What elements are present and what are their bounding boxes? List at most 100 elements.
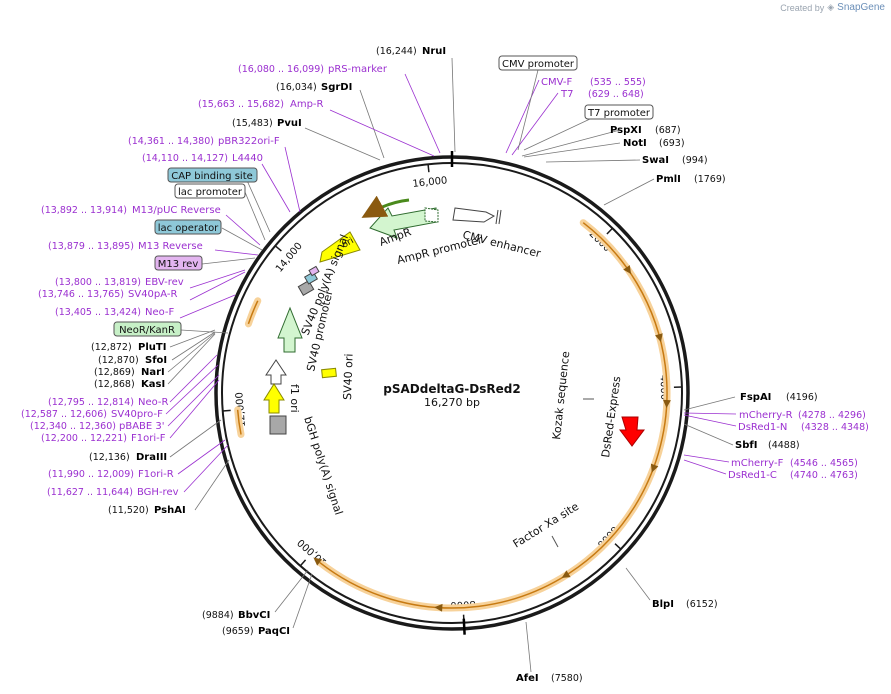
site-name-paqci[interactable]: PaqCI	[258, 626, 290, 637]
site-name-pspxi[interactable]: PspXI	[610, 125, 642, 136]
site-name-sfoi[interactable]: SfoI	[145, 355, 167, 366]
primer-name-ebv-rev[interactable]: EBV-rev	[145, 277, 184, 288]
primer-name-amp-r[interactable]: Amp-R	[290, 99, 324, 110]
leader-line	[683, 459, 727, 475]
orf-direction-arrow	[650, 463, 659, 473]
site-pos-blpi: (6152)	[686, 599, 718, 610]
primer-name-mcherry-f[interactable]: mCherry-F	[731, 458, 784, 469]
label-factor-xa-site: Factor Xa site	[511, 500, 582, 551]
box-neor-kanr[interactable]	[113, 321, 182, 337]
primer-name-m13-reverse[interactable]: M13 Reverse	[138, 241, 203, 252]
boxed-label-lac-operator: lac operator	[158, 223, 219, 234]
leader-line	[221, 227, 263, 251]
leader-line	[304, 127, 381, 161]
primer-range-t7: (629 .. 648)	[588, 89, 644, 100]
site-pos-pspxi: (687)	[655, 125, 681, 136]
left-primers: (16,080 .. 16,099) pRS-marker (15,663 ..…	[21, 64, 388, 498]
leader-line	[167, 332, 216, 373]
leader-line	[625, 567, 651, 601]
primer-name-f1ori-r[interactable]: F1ori-R	[138, 469, 174, 480]
site-name-nari[interactable]: NarI	[141, 367, 165, 378]
site-name-afei[interactable]: AfeI	[516, 673, 539, 684]
orf-arc[interactable]	[247, 300, 259, 325]
site-name-swai[interactable]: SwaI	[642, 155, 669, 166]
leader-line	[523, 118, 591, 151]
primer-range-neo-r: (12,795 .. 12,814)	[48, 397, 134, 408]
box-lac-operator[interactable]	[154, 219, 222, 235]
box-t7-promoter[interactable]	[584, 104, 654, 120]
site-name-pvui[interactable]: PvuI	[277, 118, 302, 129]
primer-name-m13-puc-reverse[interactable]: M13/pUC Reverse	[132, 205, 221, 216]
orf-direction-arrow	[434, 603, 443, 612]
leader-line	[284, 146, 301, 213]
box-cmv-promoter[interactable]	[498, 55, 578, 71]
leader-line	[292, 573, 313, 629]
primer-name-bgh-rev[interactable]: BGH-rev	[137, 487, 179, 498]
label-dsred-express: DsRed-Express	[599, 375, 623, 458]
box-lac-promoter[interactable]	[174, 183, 246, 199]
site-name-noti[interactable]: NotI	[623, 138, 647, 149]
leader-line	[165, 364, 219, 415]
site-name-pluti[interactable]: PluTI	[138, 342, 166, 353]
primer-name-t7[interactable]: T7	[560, 89, 573, 100]
primer-name-sv40pro-f[interactable]: SV40pro-F	[111, 409, 163, 420]
primer-range-prs-marker: (16,080 .. 16,099)	[238, 64, 324, 75]
primer-name-dsred1-c[interactable]: DsRed1-C	[728, 470, 777, 481]
site-pos-sgrdi: (16,034)	[276, 82, 317, 93]
site-pos-pmli: (1769)	[694, 174, 726, 185]
dsred-express-arrow[interactable]	[619, 416, 645, 447]
boxed-label-t7-promoter: T7 promoter	[587, 108, 651, 119]
site-pos-noti: (693)	[659, 138, 685, 149]
site-name-nrui[interactable]: NruI	[422, 46, 446, 57]
primer-name-neo-r[interactable]: Neo-R	[138, 397, 169, 408]
leader-line	[683, 412, 737, 415]
ampr-green-bar	[361, 195, 410, 218]
leader-line	[683, 423, 734, 446]
tick-label: 14,000	[274, 241, 305, 275]
boxed-label-m13-rev: M13 rev	[158, 259, 199, 270]
leader-line	[189, 271, 246, 301]
leader-line	[194, 459, 230, 511]
primer-name-l4440[interactable]: L4440	[232, 153, 263, 164]
leader-line	[244, 175, 271, 233]
primer-name-sv40pa-r[interactable]: SV40pA-R	[128, 289, 177, 300]
site-name-sgrdi[interactable]: SgrDI	[321, 82, 352, 93]
box-cap-binding-site[interactable]	[167, 167, 258, 183]
site-name-bbvci[interactable]: BbvCI	[238, 610, 270, 621]
ori-arrow[interactable]	[319, 231, 361, 263]
primer-name-f1ori-f[interactable]: F1ori-F	[131, 433, 166, 444]
site-name-fspai[interactable]: FspAI	[740, 392, 771, 403]
site-name-blpi[interactable]: BlpI	[652, 599, 674, 610]
site-pos-pluti: (12,872)	[91, 342, 132, 353]
tick-mark	[606, 227, 614, 235]
leader-line	[329, 109, 435, 157]
leader-line	[517, 69, 539, 151]
site-name-pshai[interactable]: PshAI	[154, 505, 186, 516]
site-name-draiii[interactable]: DraIII	[136, 452, 167, 463]
primer-name-mcherry-r[interactable]: mCherry-R	[739, 410, 793, 421]
boxed-label-lac-promoter: lac promoter	[178, 187, 243, 198]
boxed-feature-labels: CMV promoter T7 promoter CAP binding sit…	[113, 55, 654, 337]
primer-name-dsred1-n[interactable]: DsRed1-N	[738, 422, 787, 433]
site-name-kasi[interactable]: KasI	[141, 379, 165, 390]
primer-name-cmv-f[interactable]: CMV-F	[541, 77, 572, 88]
box-m13-rev[interactable]	[154, 255, 203, 271]
primer-name-prs-marker[interactable]: pRS-marker	[328, 64, 388, 75]
primer-name-pbabe-3[interactable]: pBABE 3'	[119, 421, 165, 432]
leader-line	[521, 129, 621, 157]
plasmid-length: 16,270 bp	[424, 396, 480, 409]
orf-arc[interactable]	[236, 409, 242, 435]
site-pos-sbfi: (4488)	[768, 440, 800, 451]
primer-range-dsred1-n: (4328 .. 4348)	[801, 422, 869, 433]
leader-line	[244, 191, 266, 241]
primer-name-pbr322ori-f[interactable]: pBR322ori-F	[218, 136, 280, 147]
sv40-promoter-arrow[interactable]	[277, 306, 303, 353]
orf-arc[interactable]	[319, 222, 668, 609]
cmv-enhancer-arrow[interactable]	[452, 207, 496, 223]
site-name-pmli[interactable]: PmlI	[656, 174, 681, 185]
f1-ori-arrow[interactable]	[263, 383, 285, 414]
site-name-sbfi[interactable]: SbfI	[735, 440, 757, 451]
feature-shapes	[263, 195, 645, 548]
primer-name-neo-f[interactable]: Neo-F	[145, 307, 175, 318]
